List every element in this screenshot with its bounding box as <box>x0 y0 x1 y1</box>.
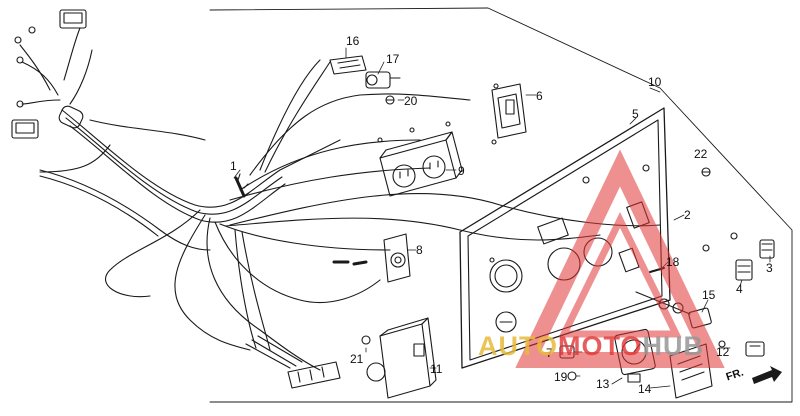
callout-9: 9 <box>458 164 465 178</box>
screw-20 <box>385 95 395 105</box>
callout-20: 20 <box>404 94 418 108</box>
assembly-outline <box>209 7 793 403</box>
screw-22 <box>701 167 711 177</box>
callout-19: 19 <box>554 370 568 384</box>
harness-connector-bottom <box>287 361 341 389</box>
part-17 <box>365 71 401 89</box>
callout-7: 7 <box>546 346 553 360</box>
watermark-part3: HUB <box>642 331 705 361</box>
callout-3: 3 <box>766 261 773 275</box>
callout-15: 15 <box>702 288 716 302</box>
callout-21: 21 <box>350 352 364 366</box>
terminal-4 <box>702 232 753 281</box>
watermark-triangle <box>515 149 725 368</box>
callout-5: 5 <box>632 107 639 121</box>
callout-11: 11 <box>430 362 443 376</box>
watermark-part2: MOTO <box>558 331 643 361</box>
callout-10: 10 <box>648 75 662 89</box>
harness-connector-top <box>59 9 87 29</box>
callout-1: 1 <box>230 159 237 173</box>
module-11 <box>366 317 437 399</box>
wire-harness <box>19 27 661 371</box>
bracket-16 <box>329 55 367 75</box>
screw-19 <box>567 371 577 381</box>
callout-18: 18 <box>666 255 680 269</box>
callout-16: 16 <box>346 34 360 48</box>
receptacle-9 <box>377 121 463 197</box>
screw-21 <box>361 335 371 345</box>
part-12 <box>718 340 765 357</box>
switch-8 <box>332 233 411 283</box>
callout-22: 22 <box>694 147 708 161</box>
callout-14: 14 <box>638 382 652 396</box>
terminal-3 <box>759 239 775 259</box>
watermark-part1: AUTO <box>478 331 559 361</box>
callout-6: 6 <box>536 89 543 103</box>
callout-8: 8 <box>416 243 423 257</box>
callout-12: 12 <box>716 345 730 359</box>
watermark: AUTOMOTOHUB <box>478 331 704 361</box>
callout-17: 17 <box>386 52 400 66</box>
circuit-breaker-6 <box>491 83 527 145</box>
front-arrow-icon <box>752 366 782 384</box>
callout-4: 4 <box>736 282 743 296</box>
callout-13: 13 <box>596 377 610 391</box>
harness-grommet <box>58 105 84 129</box>
callout-2: 2 <box>684 208 691 222</box>
harness-connector-left <box>11 119 39 139</box>
